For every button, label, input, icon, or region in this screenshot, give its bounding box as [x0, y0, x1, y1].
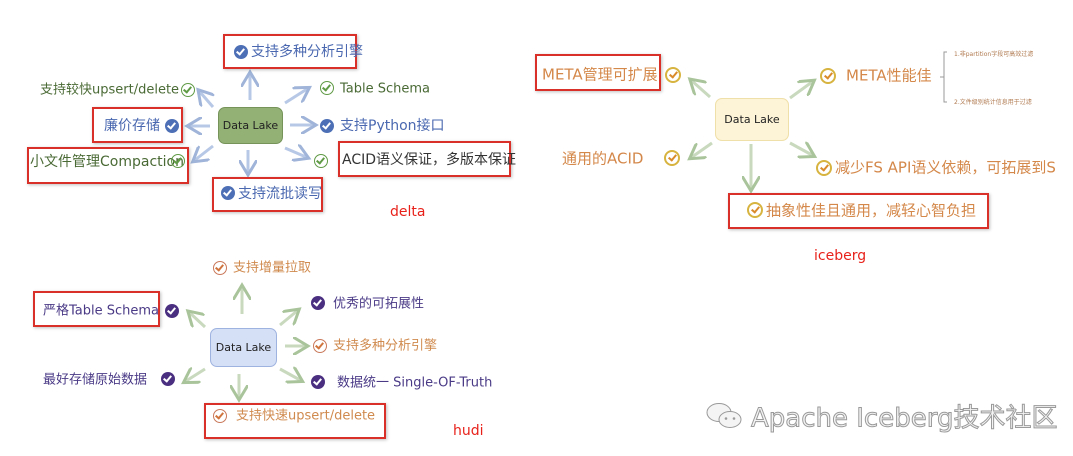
check-icon	[665, 67, 681, 83]
hudi-item: 支持多种分析引擎	[333, 338, 438, 354]
check-icon	[320, 81, 334, 95]
check-icon	[213, 261, 227, 275]
delta-item: 支持流批读写	[238, 186, 322, 202]
notes-bracket	[940, 51, 947, 103]
delta-label: delta	[390, 204, 426, 220]
delta-item: 支持较快upsert/delete	[40, 82, 180, 98]
hudi-item: 最好存储原始数据	[43, 372, 148, 388]
check-icon	[234, 45, 248, 59]
iceberg-item: META管理可扩展	[542, 65, 658, 84]
check-icon	[816, 160, 832, 176]
check-icon	[320, 119, 334, 133]
check-icon	[747, 202, 763, 218]
check-icon	[311, 296, 325, 310]
delta-item: 小文件管理Compaction	[30, 154, 184, 170]
hudi-item: 数据统一 Single-OF-Truth	[337, 375, 493, 391]
check-icon	[664, 150, 680, 166]
delta-arrows	[190, 75, 313, 172]
delta-item: 支持多种分析引擎	[251, 44, 363, 60]
check-icon	[213, 409, 227, 423]
delta-item: ACID语义保证，多版本保证	[342, 152, 517, 168]
hudi-item: 严格Table Schema	[43, 303, 160, 319]
check-icon	[314, 154, 328, 168]
iceberg-item: 减少FS API语义依赖，可拓展到S	[835, 158, 1056, 177]
check-icon	[181, 83, 195, 97]
highlight-box	[204, 403, 386, 439]
highlight-box	[223, 34, 357, 69]
hudi-label: hudi	[453, 423, 484, 439]
check-icon	[171, 154, 185, 168]
highlight-box	[728, 193, 989, 229]
check-icon	[311, 375, 325, 389]
iceberg-center-node: Data Lake	[715, 98, 789, 141]
check-icon	[820, 68, 836, 84]
check-icon	[165, 304, 179, 318]
highlight-box	[338, 141, 511, 177]
highlight-box	[33, 291, 160, 327]
iceberg-arrows	[692, 81, 812, 188]
iceberg-item: 抽象性佳且通用，减轻心智负担	[766, 201, 977, 220]
hudi-center-node: Data Lake	[210, 328, 277, 367]
check-icon	[221, 186, 235, 200]
iceberg-item: 通用的ACID	[562, 149, 644, 168]
highlight-box	[535, 54, 661, 91]
delta-item: 支持Python接口	[340, 118, 445, 134]
check-icon	[161, 372, 175, 386]
hudi-item: 支持增量拉取	[233, 260, 312, 276]
check-icon	[313, 339, 327, 353]
highlight-box	[92, 107, 183, 143]
highlight-box	[212, 177, 323, 212]
iceberg-note: 2.文件级别统计信息用于过滤	[954, 99, 1032, 106]
delta-item: 廉价存储	[104, 118, 160, 134]
check-icon	[165, 119, 179, 133]
hudi-item: 支持快速upsert/delete	[236, 408, 376, 424]
highlight-box	[27, 147, 189, 184]
hudi-arrows	[186, 288, 305, 397]
watermark: Apache Iceberg技术社区	[705, 398, 1058, 435]
watermark-text: Apache Iceberg技术社区	[750, 403, 1058, 434]
delta-item: Table Schema	[340, 81, 431, 97]
hudi-item: 优秀的可拓展性	[333, 296, 425, 312]
iceberg-label: iceberg	[814, 248, 867, 264]
wechat-icon	[706, 402, 742, 428]
iceberg-item: META性能佳	[846, 66, 932, 85]
delta-center-node: Data Lake	[218, 107, 283, 144]
iceberg-note: 1.非partition字段可高效过滤	[954, 51, 1034, 58]
